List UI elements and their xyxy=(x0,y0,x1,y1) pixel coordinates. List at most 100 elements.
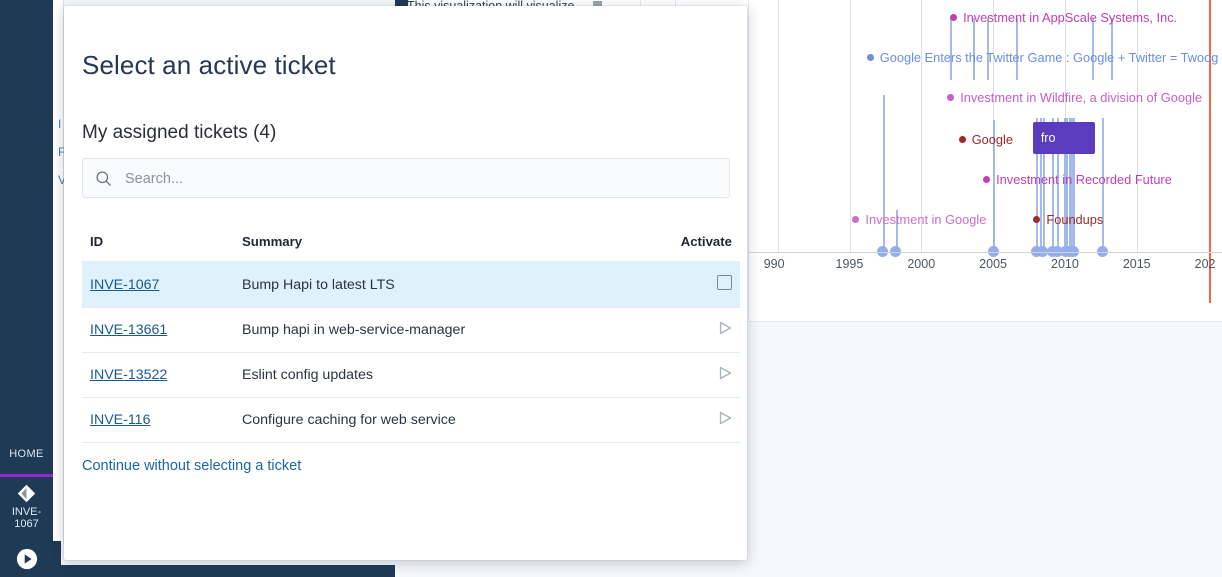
axis-tick-label: 202 xyxy=(1194,257,1216,271)
event-stem xyxy=(1068,118,1071,253)
axis-tick-label: 990 xyxy=(763,257,785,271)
event-stem xyxy=(950,18,953,80)
ticket-id-link[interactable]: INVE-13661 xyxy=(90,322,168,338)
event-label-text: Investment in Google xyxy=(865,212,987,227)
play-triangle-icon[interactable] xyxy=(719,321,732,335)
sidebar-active-divider xyxy=(0,474,53,477)
ghost-letter-3: V xyxy=(58,173,67,187)
tickets-table-header-row: ID Summary Activate xyxy=(82,234,740,262)
event-label-text: Investment in AppScale Systems, Inc. xyxy=(963,10,1178,25)
search-field-wrapper[interactable] xyxy=(82,158,730,199)
table-row[interactable]: INVE-116 Configure caching for web servic… xyxy=(82,397,740,443)
table-row[interactable]: INVE-1067 Bump Hapi to latest LTS xyxy=(82,261,740,308)
axis-tick-label: 1995 xyxy=(835,257,864,271)
search-icon xyxy=(96,171,111,186)
event-stem xyxy=(1070,118,1073,253)
event-label[interactable]: Investment in Google xyxy=(852,212,986,227)
axis-tick-label: 2000 xyxy=(907,257,936,271)
column-header-activate: Activate xyxy=(680,234,732,249)
event-stem xyxy=(882,95,885,253)
table-row[interactable]: INVE-13522 Eslint config updates xyxy=(82,352,740,398)
timeline-chart-card: 990 1995 2000 2005 2010 2015 202 Investment in… xyxy=(748,0,1222,322)
play-circle-icon[interactable] xyxy=(16,548,38,570)
ticket-id-link[interactable]: INVE-13522 xyxy=(90,367,168,383)
event-stem xyxy=(1057,118,1060,253)
event-bullet-icon xyxy=(852,216,860,223)
continue-without-ticket-link[interactable]: Continue without selecting a ticket xyxy=(82,458,302,474)
cell-summary: Bump Hapi to latest LTS xyxy=(242,261,662,308)
table-row[interactable]: INVE-13661 Bump hapi in web-service-manag… xyxy=(82,307,740,353)
event-label-text: Google Enters the Twitter Game : Google … xyxy=(879,50,1219,65)
axis-gridline xyxy=(921,0,923,252)
event-point[interactable] xyxy=(987,246,999,257)
column-header-id: ID xyxy=(90,234,104,249)
play-triangle-icon[interactable] xyxy=(719,411,732,425)
event-label-text: Google xyxy=(971,132,1013,147)
search-input[interactable] xyxy=(123,159,727,199)
event-stem xyxy=(1072,118,1075,253)
event-label-text: Foundups xyxy=(1046,212,1104,227)
event-point[interactable] xyxy=(1068,246,1080,257)
timeline-plot-area[interactable] xyxy=(749,0,1222,303)
event-label[interactable]: Foundups xyxy=(1033,212,1103,227)
axis-tick-label: 2010 xyxy=(1051,257,1079,271)
event-stem xyxy=(1066,118,1069,253)
ghost-letter-2: F xyxy=(58,145,66,159)
cell-summary: Eslint config updates xyxy=(242,352,662,398)
event-bullet-icon xyxy=(866,54,874,61)
event-point[interactable] xyxy=(1096,246,1108,257)
event-point[interactable] xyxy=(1036,246,1048,257)
ticket-id-link[interactable]: INVE-116 xyxy=(90,412,151,428)
diamond-icon xyxy=(17,484,36,503)
column-header-summary: Summary xyxy=(242,234,303,249)
event-stem xyxy=(1036,118,1039,253)
cell-activate xyxy=(662,261,740,308)
event-stem xyxy=(1016,18,1019,80)
event-point[interactable] xyxy=(877,246,889,257)
event-label-text: Investment in Wildfire, a division of Go… xyxy=(960,90,1203,105)
event-stem xyxy=(1102,118,1105,253)
event-label[interactable]: Investment in AppScale Systems, Inc. xyxy=(950,10,1177,25)
axis-tick-label: 2015 xyxy=(1122,257,1151,271)
event-bullet-icon xyxy=(947,94,955,101)
event-point[interactable] xyxy=(890,246,901,257)
cell-summary: Configure caching for web service xyxy=(242,397,662,443)
event-stem xyxy=(1064,118,1067,253)
timeline-badge[interactable]: fro xyxy=(1032,122,1095,154)
event-bullet-icon xyxy=(983,176,991,183)
cell-activate xyxy=(662,307,740,353)
sidebar-active-ticket-label: INVE- 1067 xyxy=(11,506,42,530)
event-label[interactable]: Investment in Recorded Future xyxy=(983,172,1172,187)
tickets-table: ID Summary Activate INVE-1067 Bump Hapi t… xyxy=(82,234,740,443)
cell-id: INVE-13522 xyxy=(82,352,242,398)
cell-id: INVE-1067 xyxy=(82,261,242,308)
cell-summary: Bump hapi in web-service-manager xyxy=(242,307,662,353)
event-stem xyxy=(1052,118,1055,253)
cell-activate xyxy=(662,352,740,398)
ghost-letter-1: I xyxy=(58,117,62,131)
sidebar-item-home[interactable]: HOME xyxy=(9,448,44,460)
axis-tick-label: 2005 xyxy=(979,257,1007,271)
assigned-tickets-heading: My assigned tickets (4) xyxy=(82,122,277,143)
event-label[interactable]: Google Enters the Twitter Game : Google … xyxy=(866,50,1219,65)
event-point[interactable] xyxy=(1030,246,1042,257)
axis-gridline xyxy=(777,0,779,252)
event-point[interactable] xyxy=(1052,246,1064,257)
cell-activate xyxy=(662,397,740,443)
ticket-id-link[interactable]: INVE-1067 xyxy=(90,276,160,293)
event-point[interactable] xyxy=(1046,246,1058,257)
event-label[interactable]: Google xyxy=(958,132,1013,147)
page-title: Select an active ticket xyxy=(82,50,336,80)
event-label[interactable]: Investment in Wildfire, a division of Go… xyxy=(947,90,1202,105)
bottom-navy-band xyxy=(53,565,395,577)
stop-square-icon[interactable] xyxy=(717,275,732,290)
background-ghost-text: I F V xyxy=(58,110,72,194)
event-stem xyxy=(993,120,996,253)
event-bullet-icon xyxy=(1033,216,1041,223)
event-stem xyxy=(973,18,976,80)
event-stem xyxy=(895,210,898,252)
left-content-panel xyxy=(53,0,64,544)
axis-gridline xyxy=(1136,0,1138,252)
sidebar-active-ticket[interactable]: INVE- 1067 xyxy=(0,484,53,530)
play-triangle-icon[interactable] xyxy=(719,366,732,380)
